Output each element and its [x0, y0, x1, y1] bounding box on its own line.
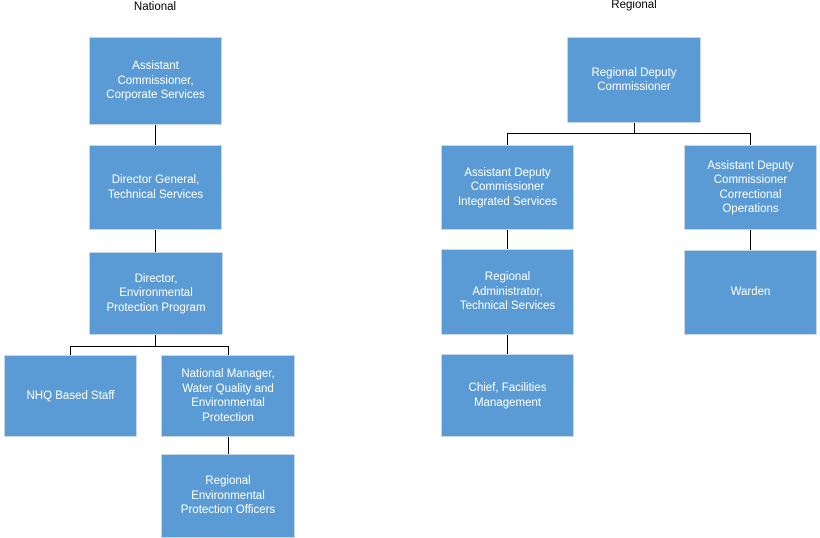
node-label: NHQ Based Staff	[26, 389, 115, 402]
node-warden[interactable]: Warden	[684, 250, 817, 335]
connector-rdc-stem	[634, 123, 635, 133]
column-title-national: National	[133, 1, 177, 13]
node-adc-correctional-operations[interactable]: Assistant Deputy Commissioner Correction…	[684, 145, 817, 230]
node-label: National Manager, Water Quality and Envi…	[181, 368, 275, 424]
connector-adc-integrated-to-regional-admin	[507, 230, 508, 249]
column-title-regional: Regional	[611, 0, 657, 11]
node-label: Warden	[730, 286, 771, 299]
node-label: Assistant Deputy Commissioner Correction…	[707, 159, 794, 216]
node-director-general-technical-services[interactable]: Director General, Technical Services	[89, 145, 222, 230]
node-assistant-commissioner-corporate-services[interactable]: Assistant Commissioner, Corporate Servic…	[89, 37, 222, 125]
node-adc-integrated-services[interactable]: Assistant Deputy Commissioner Integrated…	[441, 145, 574, 230]
node-label: Regional Environmental Protection Office…	[180, 475, 276, 517]
node-label: Regional Deputy Commissioner	[591, 66, 677, 94]
connector-bus-to-national-manager	[228, 346, 229, 355]
node-label: Director, Environmental Protection Progr…	[106, 272, 206, 314]
node-director-environmental-protection-program[interactable]: Director, Environmental Protection Progr…	[89, 252, 223, 335]
node-label: Assistant Commissioner, Corporate Servic…	[106, 60, 205, 102]
node-national-manager-water-quality[interactable]: National Manager, Water Quality and Envi…	[161, 355, 295, 437]
node-label: Assistant Deputy Commissioner Integrated…	[457, 166, 558, 208]
connector-dg-to-director-epp	[155, 230, 156, 252]
node-regional-administrator-technical-services[interactable]: Regional Administrator, Technical Servic…	[441, 249, 574, 335]
node-regional-deputy-commissioner[interactable]: Regional Deputy Commissioner	[567, 37, 701, 123]
node-label: Director General, Technical Services	[107, 174, 204, 201]
connector-adc-correctional-to-warden	[750, 230, 751, 250]
connector-ac-to-dg	[155, 125, 156, 145]
connector-regional-admin-to-chief	[507, 335, 508, 354]
node-label: Regional Administrator, Technical Servic…	[459, 271, 556, 313]
connector-director-epp-bus	[70, 346, 229, 347]
connector-director-epp-stem	[155, 335, 156, 346]
connector-bus-to-adc-correctional	[750, 133, 751, 145]
node-regional-environmental-protection-officers[interactable]: Regional Environmental Protection Office…	[161, 454, 295, 538]
connector-bus-to-nhq	[70, 346, 71, 355]
connector-rdc-bus	[507, 133, 751, 134]
connector-bus-to-adc-integrated	[507, 133, 508, 145]
connector-national-manager-to-repo	[228, 437, 229, 454]
node-label: Chief, Facilities Management	[468, 382, 547, 409]
node-chief-facilities-management[interactable]: Chief, Facilities Management	[441, 354, 574, 437]
node-nhq-based-staff[interactable]: NHQ Based Staff	[4, 355, 137, 437]
